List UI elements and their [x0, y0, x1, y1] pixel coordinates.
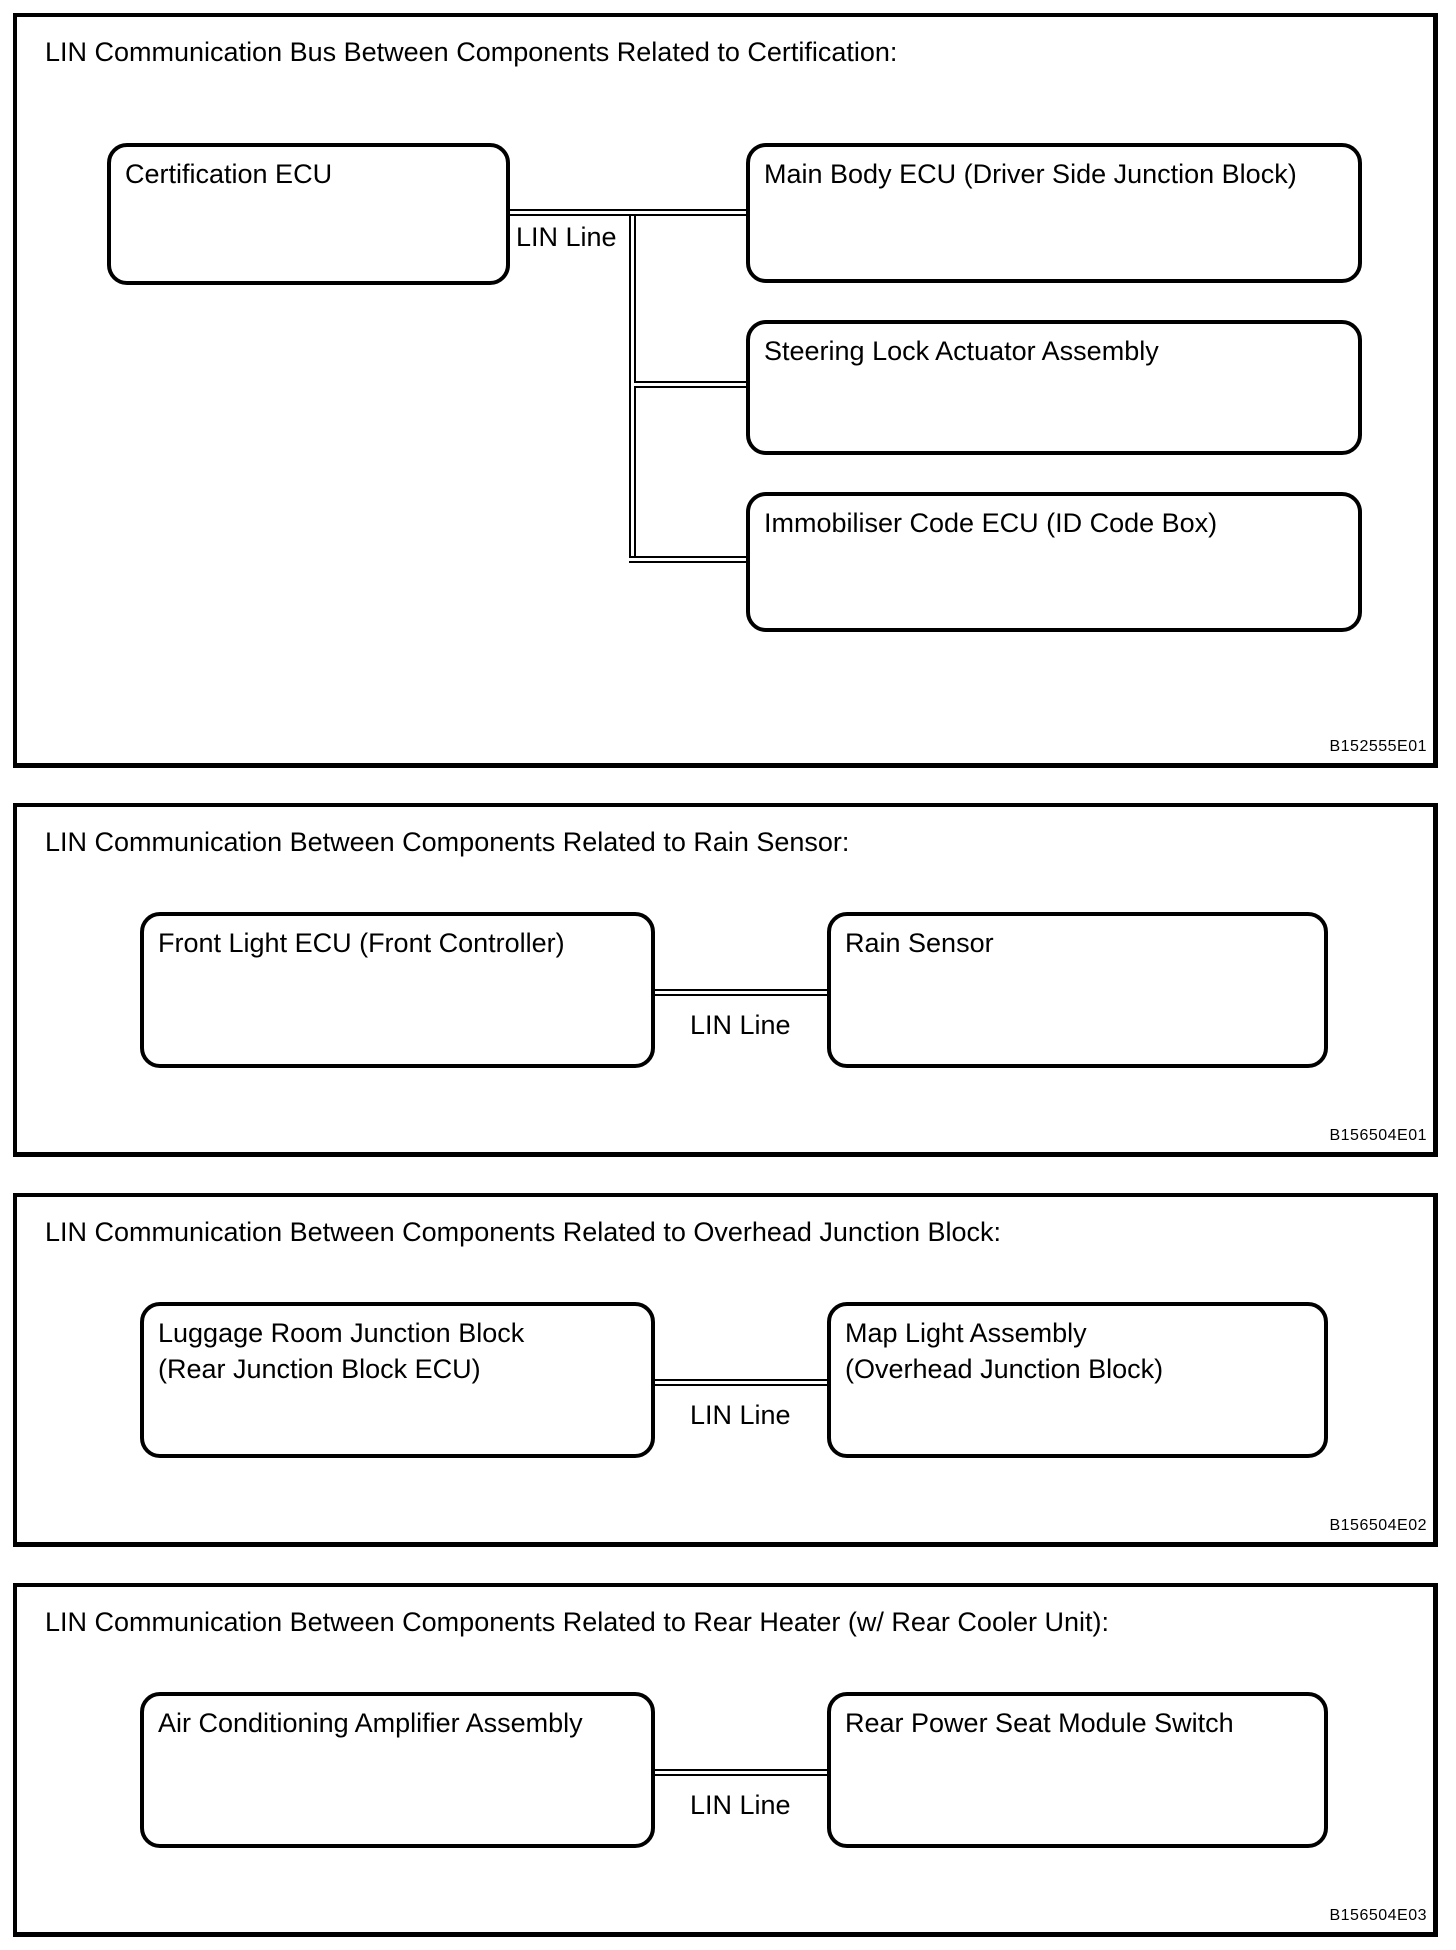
node-rear-power-seat-module-switch: Rear Power Seat Module Switch	[827, 1692, 1328, 1848]
panel-rain-sensor: LIN Communication Between Components Rel…	[13, 803, 1438, 1157]
panel-title: LIN Communication Bus Between Components…	[45, 37, 898, 67]
node-steering-lock-actuator: Steering Lock Actuator Assembly	[746, 320, 1362, 455]
panel-rear-heater: LIN Communication Between Components Rel…	[13, 1583, 1438, 1937]
lin-line	[655, 1769, 827, 1776]
figure-code: B156504E02	[1329, 1517, 1427, 1534]
node-front-light-ecu: Front Light ECU (Front Controller)	[140, 912, 655, 1068]
lin-line-label: LIN Line	[690, 1790, 791, 1820]
node-label: Immobiliser Code ECU (ID Code Box)	[764, 508, 1218, 538]
node-immobiliser-code-ecu: Immobiliser Code ECU (ID Code Box)	[746, 492, 1362, 632]
node-label: Steering Lock Actuator Assembly	[764, 336, 1159, 366]
node-label-line1: Luggage Room Junction Block	[158, 1318, 525, 1348]
node-luggage-room-junction-block: Luggage Room Junction Block (Rear Juncti…	[140, 1302, 655, 1458]
node-label-line2: (Rear Junction Block ECU)	[158, 1353, 481, 1384]
lin-line-label: LIN Line	[690, 1400, 791, 1430]
node-main-body-ecu: Main Body ECU (Driver Side Junction Bloc…	[746, 143, 1362, 283]
panel-title: LIN Communication Between Components Rel…	[45, 1607, 1109, 1637]
panel-overhead-junction-block: LIN Communication Between Components Rel…	[13, 1193, 1438, 1547]
node-certification-ecu: Certification ECU	[107, 143, 510, 285]
node-label-line1: Map Light Assembly	[845, 1318, 1087, 1348]
node-air-conditioning-amplifier: Air Conditioning Amplifier Assembly	[140, 1692, 655, 1848]
lin-branch-line-steering-lock	[634, 381, 746, 388]
lin-line-label: LIN Line	[690, 1010, 791, 1040]
lin-line	[655, 989, 827, 996]
panel-title: LIN Communication Between Components Rel…	[45, 1217, 1002, 1247]
node-label: Rain Sensor	[845, 928, 994, 958]
panel-title: LIN Communication Between Components Rel…	[45, 827, 850, 857]
figure-code: B152555E01	[1329, 738, 1427, 755]
node-label: Certification ECU	[125, 159, 333, 189]
figure-code: B156504E03	[1329, 1907, 1427, 1924]
node-label: Air Conditioning Amplifier Assembly	[158, 1708, 583, 1738]
figure-code: B156504E01	[1329, 1127, 1427, 1144]
lin-line-label: LIN Line	[516, 222, 617, 252]
lin-line	[655, 1379, 827, 1386]
node-label: Front Light ECU (Front Controller)	[158, 928, 565, 958]
lin-bus-main-line	[510, 209, 746, 216]
lin-branch-line-immobiliser	[629, 556, 746, 563]
node-label: Rear Power Seat Module Switch	[845, 1708, 1234, 1738]
node-label-line2: (Overhead Junction Block)	[845, 1353, 1164, 1384]
panel-certification-bus: LIN Communication Bus Between Components…	[13, 13, 1438, 768]
node-rain-sensor: Rain Sensor	[827, 912, 1328, 1068]
node-map-light-assembly: Map Light Assembly (Overhead Junction Bl…	[827, 1302, 1328, 1458]
node-label: Main Body ECU (Driver Side Junction Bloc…	[764, 159, 1297, 189]
